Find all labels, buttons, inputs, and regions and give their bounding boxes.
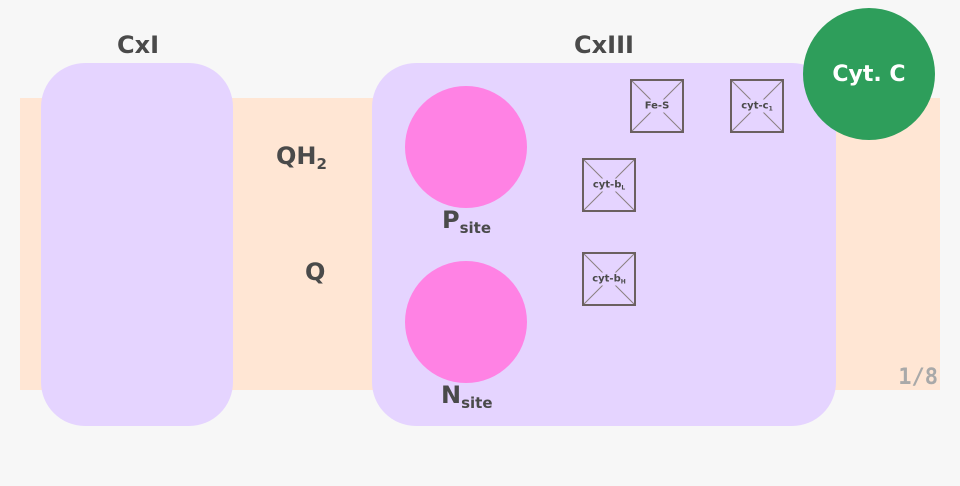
p-site-base: P [442,206,460,234]
p-site-circle [405,86,527,208]
cyt-bh-cofactor: cyt-bH [582,252,636,306]
q-label: Q [305,258,326,286]
fe-s-cofactor: Fe-S [630,79,684,133]
fe-s-base: Fe-S [644,100,670,112]
cyt-c1-cofactor: cyt-c1 [730,79,784,133]
cyt-c1-label: cyt-c1 [732,99,782,113]
complex-i [41,63,233,426]
qh2-subscript: 2 [316,155,327,173]
cyt-bl-base: cyt-b [592,179,622,191]
p-site-subscript: site [459,219,492,237]
fe-s-label: Fe-S [632,99,682,113]
cyt-bl-subscript: L [621,184,626,192]
cytochrome-c-label: Cyt. C [832,61,906,87]
n-site-circle [405,261,527,383]
n-site-subscript: site [461,394,493,412]
p-site-label: Psite [442,206,492,237]
cyt-bh-base: cyt-b [592,273,621,285]
cytochrome-c-circle: Cyt. C [803,8,935,140]
page-number: 1/8 [898,365,938,390]
cyt-c1-base: cyt-c [741,100,769,112]
qh2-base: QH [276,142,317,170]
complex-i-title: CxI [116,31,160,59]
cyt-c1-subscript: 1 [768,105,773,113]
cyt-bl-cofactor: cyt-bL [582,158,636,212]
cyt-bh-label: cyt-bH [584,272,634,286]
cyt-bh-subscript: H [620,278,626,286]
n-site-base: N [441,381,462,409]
cyt-bl-label: cyt-bL [584,178,634,192]
qh2-label: QH2 [276,142,327,173]
complex-iii-title: CxIII [574,31,634,59]
n-site-label: Nsite [441,381,493,412]
